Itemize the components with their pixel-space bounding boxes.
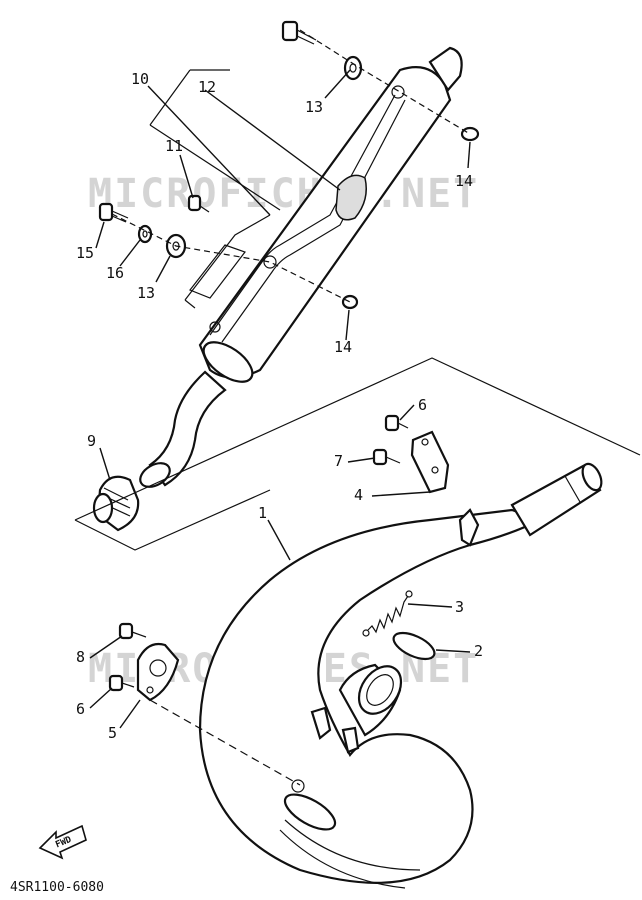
callout-6-upper: 6 [418, 396, 427, 414]
watermark-top: MICROFICHES.NET [88, 171, 479, 217]
callout-14-top: 14 [455, 172, 473, 190]
collar-icon[interactable] [460, 126, 480, 142]
muffler-assembly [139, 46, 463, 488]
hardware-top [98, 20, 480, 310]
callout-16: 16 [106, 264, 124, 282]
bolt-icon[interactable] [108, 674, 135, 692]
spring-icon[interactable] [362, 590, 413, 637]
fwd-arrow-icon: FWD [38, 824, 87, 860]
callout-10: 10 [131, 70, 149, 88]
bolt-icon[interactable] [118, 622, 147, 640]
pipe-mount-tab [310, 706, 332, 740]
muffler-body[interactable] [198, 66, 452, 379]
exhaust-pipe[interactable] [198, 508, 543, 889]
muffler-inlet-pipe [148, 370, 227, 487]
callout-15: 15 [76, 244, 94, 262]
washer-icon[interactable] [137, 224, 153, 244]
diagram-code: 4SR1100-6080 [10, 880, 104, 895]
callout-9: 9 [87, 432, 96, 450]
o-ring-icon[interactable] [390, 628, 438, 665]
pipe-stay-bracket[interactable] [410, 430, 450, 494]
callout-13-mid: 13 [137, 284, 155, 302]
pipe-stinger [510, 462, 603, 537]
callout-2: 2 [474, 642, 483, 660]
bolt-icon[interactable] [98, 202, 129, 223]
callout-8: 8 [76, 648, 85, 666]
callout-4: 4 [354, 486, 363, 504]
subassembly-frame [74, 357, 641, 551]
callout-14-mid: 14 [334, 338, 352, 356]
callout-7: 7 [334, 452, 343, 470]
callout-3: 3 [455, 598, 464, 616]
callout-11: 11 [165, 137, 183, 155]
muffler-outlet [428, 46, 463, 92]
label-plate[interactable] [335, 174, 367, 221]
muffler-gasket[interactable] [92, 475, 140, 532]
bolt-icon[interactable] [384, 414, 409, 432]
bolt-icon[interactable] [281, 20, 317, 45]
exhaust-flange-plate[interactable] [136, 642, 180, 702]
callout-5: 5 [108, 724, 117, 742]
callout-1: 1 [258, 504, 267, 522]
bolt-icon[interactable] [372, 448, 401, 466]
pipe-bracket-tab [458, 508, 480, 547]
pipe-flange [338, 663, 403, 737]
callout-12: 12 [198, 78, 216, 96]
bolt-icon[interactable] [187, 194, 210, 213]
callout-13-top: 13 [305, 98, 323, 116]
leader-lines [89, 69, 471, 729]
grommet-icon[interactable] [343, 55, 363, 81]
collar-icon[interactable] [341, 294, 359, 310]
muffler-bracket [209, 94, 396, 336]
callout-6-lower: 6 [76, 700, 85, 718]
